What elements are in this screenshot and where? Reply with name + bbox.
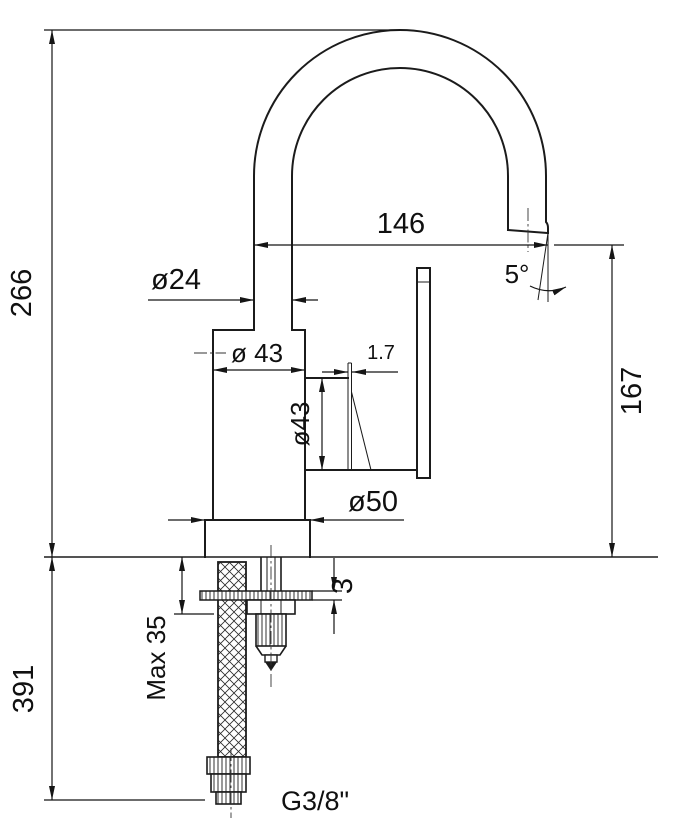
faucet-outline (44, 29, 658, 558)
hose-end-nut-upper-knurl (207, 757, 250, 774)
dim-label-blade-thickness: 1.7 (367, 342, 395, 364)
dim-label-body-diameter: ø 43 (231, 338, 283, 368)
dim-label-spout-diameter: ø24 (151, 264, 201, 296)
dim-label-overall-height: 266 (6, 269, 38, 317)
mounting-nut-facets (260, 600, 282, 614)
dim-label-outlet-angle: 5° (505, 259, 530, 289)
dim-label-seal-thickness: 3 (327, 578, 359, 594)
hose-end-nut-mid-knurl (211, 774, 246, 792)
dim-label-max-deck-thickness: Max 35 (141, 615, 171, 700)
handle-diagonal (351, 391, 372, 471)
clamp-plate-hatch (200, 591, 312, 600)
lever-handle (416, 267, 431, 479)
below-deck-assembly (199, 545, 313, 818)
dim-label-base-diameter: ø50 (348, 486, 398, 518)
hose-end-nut-lower-knurl (216, 792, 241, 804)
spout-inner-curve (291, 67, 509, 331)
dim-label-supply-thread: G3/8" (281, 786, 349, 816)
dim-label-below-deck-length: 391 (8, 665, 40, 713)
dimension-annotations: 266 391 146 167 ø24 ø 43 1.7 ø43 5° ø50 … (6, 29, 648, 816)
dim-label-spout-reach: 146 (377, 208, 425, 240)
adapter-tip (265, 662, 277, 671)
dim-label-outlet-height: 167 (616, 367, 648, 415)
spout-outer-curve (253, 29, 549, 331)
dim-label-body-side-diameter: ø43 (285, 402, 315, 447)
angle-arc-arrow (529, 285, 567, 296)
